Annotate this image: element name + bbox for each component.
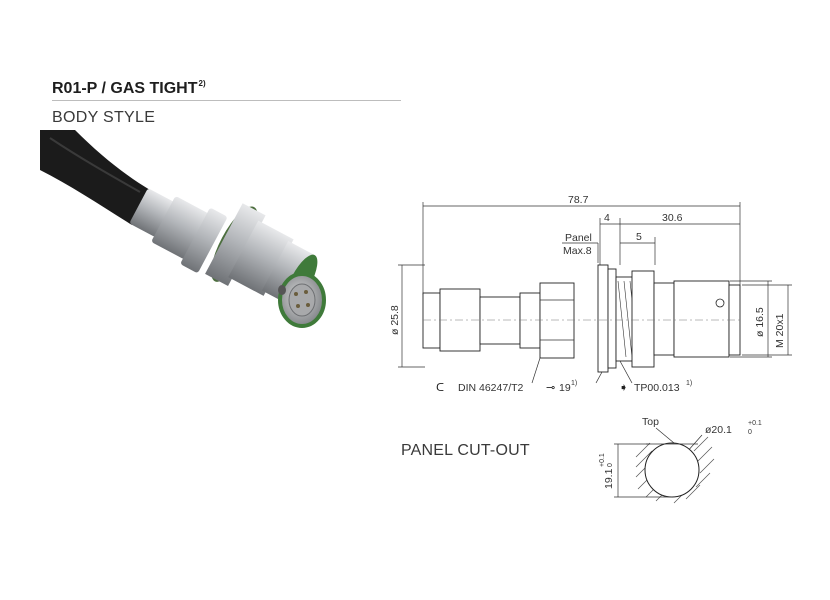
- dim-5: 5: [636, 231, 642, 243]
- dim-4: 4: [604, 212, 610, 224]
- cutout-height-tol-upper: +0.1: [599, 453, 606, 467]
- section-subtitle: BODY STYLE: [52, 109, 156, 126]
- cutout-height-tol-lower: 0: [607, 463, 614, 467]
- cutout-height: 19.1: [603, 468, 615, 489]
- torque-tool-icon: ➧: [619, 381, 628, 394]
- torque-footnote: 1): [686, 380, 692, 387]
- dim-overall-length: 78.7: [568, 194, 589, 206]
- clamp-icon: ᑕ: [436, 381, 444, 394]
- wrench-icon: ⊸: [546, 381, 555, 394]
- cutout-diameter-tol-lower: 0: [748, 429, 752, 436]
- cutout-diameter: ø20.1: [705, 424, 732, 436]
- panel-cutout-heading: PANEL CUT-OUT: [401, 442, 530, 459]
- dim-30-6: 30.6: [662, 212, 683, 224]
- panel-label: Panel: [565, 232, 592, 244]
- wrench-size: 19: [559, 382, 571, 394]
- dim-diameter-16-5: ø 16.5: [754, 307, 766, 337]
- cable-clamp-standard: DIN 46247/T2: [458, 382, 524, 394]
- technical-drawing: 78.7 4 30.6 5 Panel Max.8 ø 25.8 ø 16.5 …: [389, 194, 792, 394]
- dim-thread: M 20x1: [774, 313, 786, 348]
- product-title: R01-P / GAS TIGHT2): [52, 79, 206, 98]
- cable-clamp-nut: [130, 189, 227, 273]
- dim-diameter-25-8: ø 25.8: [389, 305, 401, 335]
- cutout-diameter-tol-upper: +0.1: [748, 420, 762, 427]
- connector-body: [205, 203, 318, 305]
- title-divider: [52, 100, 401, 101]
- panel-cutout-drawing: Top ø20.1 +0.1 0 19.1 +0.1 0: [599, 416, 762, 504]
- cutout-top-label: Top: [642, 416, 659, 428]
- panel-max: Max.8: [563, 245, 592, 257]
- torque-tool-code: TP00.013: [634, 382, 680, 394]
- product-title-text: R01-P / GAS TIGHT: [52, 80, 198, 97]
- title-footnote: 2): [198, 79, 206, 88]
- wrench-footnote: 1): [571, 380, 577, 387]
- connector-photo: [40, 130, 326, 328]
- cable: [40, 130, 150, 225]
